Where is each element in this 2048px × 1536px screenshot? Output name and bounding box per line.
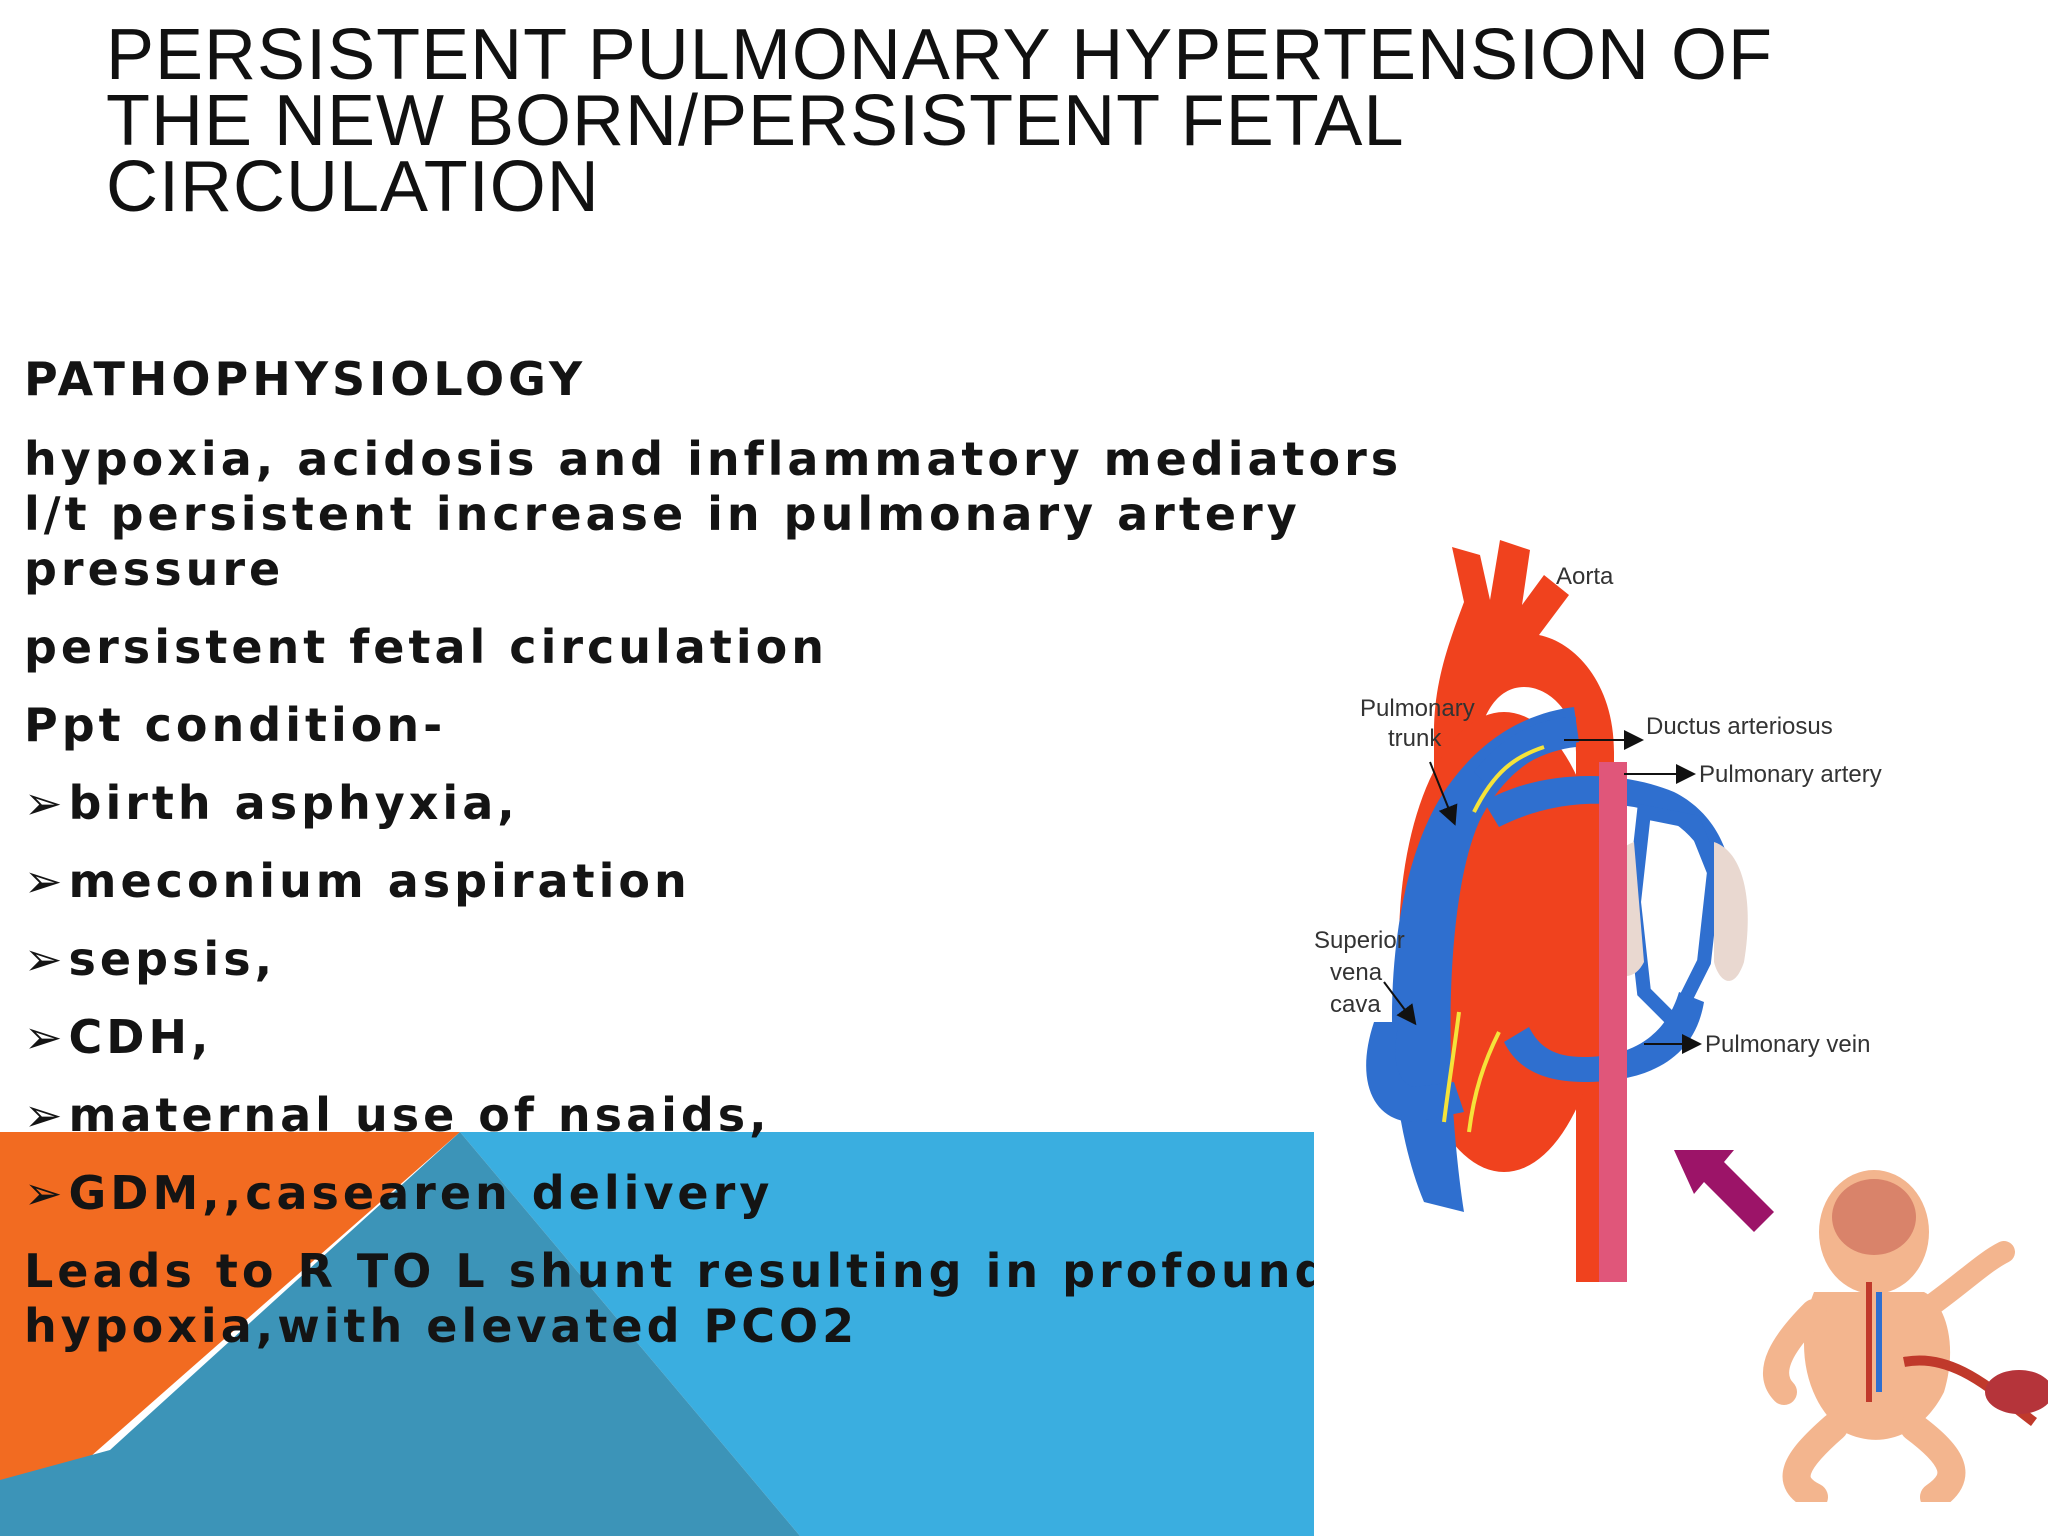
label-superior-vena-cava-3: cava <box>1330 991 1381 1018</box>
label-superior-vena-cava-2: vena <box>1330 959 1383 986</box>
label-pulmonary-trunk-1: Pulmonary <box>1360 695 1475 722</box>
blue-band <box>460 1132 1314 1536</box>
slide-title: PERSISTENT PULMONARY HYPERTENSION OF THE… <box>106 15 1856 227</box>
flow-arrow <box>1472 745 1545 813</box>
para-1-line-1: hypoxia, acidosis and inflammatory media… <box>24 432 1403 486</box>
para-1-line-3: pressure <box>24 542 285 596</box>
pulmonary-artery <box>1484 775 1734 907</box>
lung-tissue-right <box>1714 842 1748 981</box>
flow-arrow <box>1467 1031 1501 1133</box>
leader-line <box>1383 981 1417 1026</box>
section-heading: PATHOPHYSIOLOGY <box>24 352 587 406</box>
para-2: persistent fetal circulation <box>24 620 828 674</box>
flow-arrow <box>1442 1011 1461 1123</box>
label-ductus-arteriosus: Ductus arteriosus <box>1646 713 1833 740</box>
leader-line <box>1429 761 1458 826</box>
bullet-item: birth asphyxia, <box>24 776 1324 831</box>
bullet-item: GDM,,casearen delivery <box>24 1166 1324 1221</box>
label-aorta: Aorta <box>1556 563 1614 590</box>
conclusion-line-2: hypoxia,with elevated PCO2 <box>24 1299 859 1353</box>
heart-diagram <box>1366 540 2048 1511</box>
blue-left-wedge <box>0 1450 800 1536</box>
bullet-item: meconium aspiration <box>24 854 1324 909</box>
label-superior-vena-cava-1: Superior <box>1314 927 1405 954</box>
pointer-arrow-icon <box>1674 1150 1774 1232</box>
blue-triangle <box>0 1132 800 1536</box>
descending-aorta <box>1599 762 1627 1282</box>
label-pulmonary-artery: Pulmonary artery <box>1699 761 1882 788</box>
title-line-1: PERSISTENT PULMONARY HYPERTENSION OF <box>106 15 1774 95</box>
bullet-item: maternal use of nsaids, <box>24 1088 1324 1143</box>
bullet-item: CDH, <box>24 1010 1324 1065</box>
pulmonary-vein <box>1504 992 1704 1082</box>
label-pulmonary-trunk-2: trunk <box>1388 725 1442 752</box>
superior-vena-cava <box>1366 1022 1464 1122</box>
orange-triangle <box>0 1132 460 1536</box>
label-pulmonary-vein: Pulmonary vein <box>1705 1031 1871 1058</box>
fetal-circulation-illustration: Aorta Pulmonary trunk Ductus arteriosus … <box>1314 522 2048 1511</box>
title-line-2: THE NEW BORN/PERSISTENT FETAL <box>106 81 1405 161</box>
conclusion-line-1: Leads to R TO L shunt resulting in profo… <box>24 1244 1332 1298</box>
lung-vessels <box>1626 803 1722 1034</box>
para-1-line-2: l/t persistent increase in pulmonary art… <box>24 487 1301 541</box>
para-3: Ppt condition- <box>24 698 447 752</box>
bullet-item: sepsis, <box>24 932 1324 987</box>
infant-figure <box>1763 1170 2048 1511</box>
title-line-3: CIRCULATION <box>106 147 600 227</box>
